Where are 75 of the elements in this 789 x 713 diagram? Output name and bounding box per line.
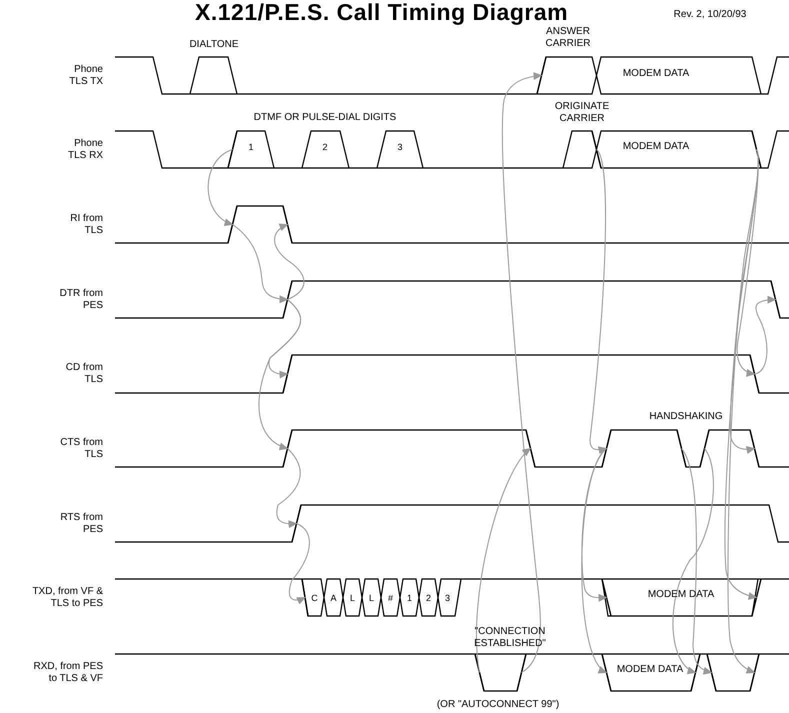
causality-arrow	[258, 299, 302, 450]
signal-transition	[536, 56, 547, 94]
annotation: DIALTONE	[189, 39, 239, 51]
segment-label: MODEM DATA	[622, 141, 690, 153]
signal-transition	[690, 654, 701, 692]
signal-name: CTS from TLS	[59, 437, 103, 461]
annotation: ANSWER CARRIER	[544, 26, 592, 50]
signal-transition	[282, 354, 293, 394]
signal-name: RI from TLS	[69, 213, 103, 237]
causality-arrow	[581, 448, 608, 602]
signal-transition	[291, 504, 302, 542]
signal-transition	[474, 654, 485, 692]
signal-transition	[601, 578, 612, 616]
causality-arrow	[681, 448, 712, 674]
signal-name: TXD, from VF & TLS to PES	[31, 586, 103, 610]
signal-transition	[227, 130, 238, 168]
signal-transition	[751, 578, 762, 616]
signal-transition	[227, 206, 238, 244]
causality-arrow	[728, 149, 759, 674]
causality-arrow	[754, 296, 776, 374]
causality-arrow	[672, 448, 714, 673]
signal-transition	[525, 430, 536, 468]
signal-transition	[749, 354, 760, 394]
causality-arrow	[502, 72, 542, 673]
signal-transition	[282, 280, 293, 318]
annotation: DTMF OR PULSE-DIAL DIGITS	[254, 112, 396, 124]
signal-transition	[601, 654, 612, 692]
causality-arrow	[274, 224, 304, 300]
signal-name: DTR from PES	[58, 288, 103, 312]
signal-transition	[591, 130, 602, 168]
segment-label: 1	[248, 141, 254, 153]
signal-name: Phone TLS TX	[68, 64, 103, 88]
signal-transition	[301, 578, 309, 616]
causality-arrow	[476, 448, 532, 673]
signal-transition	[282, 430, 293, 468]
causality-arrow	[232, 224, 288, 304]
signal-transition	[676, 430, 687, 468]
annotation: (OR "AUTOCONNECT 99")	[436, 699, 560, 711]
causality-arrow	[276, 448, 301, 528]
causality-arrow	[288, 523, 310, 604]
segment-label: 2	[322, 141, 328, 153]
segment-label: L	[350, 592, 355, 604]
segment-label: MODEM DATA	[648, 589, 714, 601]
signal-transition	[770, 280, 781, 318]
signal-name: RXD, from PES to TLS & VF	[32, 661, 103, 685]
segment-label: #	[388, 592, 393, 604]
revision-note: Rev. 2, 10/20/93	[674, 9, 746, 21]
signal-transition	[699, 430, 710, 468]
segment-label: A	[330, 592, 336, 604]
signal-transition	[282, 206, 293, 244]
signal-transition	[516, 654, 527, 692]
signal-transition	[749, 654, 760, 692]
segment-label: 3	[398, 141, 402, 153]
causality-arrow	[590, 149, 608, 454]
segment-label: C	[311, 592, 318, 604]
segment-label: MODEM DATA	[616, 664, 684, 676]
causality-arrow	[736, 149, 759, 376]
signal-name: Phone TLS RX	[66, 138, 103, 162]
segment-label: 1	[407, 592, 412, 604]
signal-name: CD from TLS	[64, 362, 103, 386]
segment-label: L	[369, 592, 374, 604]
annotation: "CONNECTION ESTABLISHED"	[473, 626, 547, 650]
annotation: HANDSHAKING	[649, 411, 723, 423]
segment-label: 2	[426, 592, 431, 604]
signal-transition	[601, 430, 612, 468]
annotation: ORIGINATE CARRIER	[554, 101, 610, 125]
causality-arrow	[208, 149, 234, 225]
signal-name: RTS from PES	[59, 512, 103, 536]
segment-label: 3	[445, 592, 450, 604]
causality-arrow	[581, 448, 608, 674]
title: X.121/P.E.S. Call Timing Diagram	[195, 0, 568, 26]
segment-label: MODEM DATA	[622, 68, 690, 80]
signal-transition	[751, 130, 762, 168]
signal-transition	[749, 430, 760, 468]
signal-transition	[706, 654, 717, 692]
